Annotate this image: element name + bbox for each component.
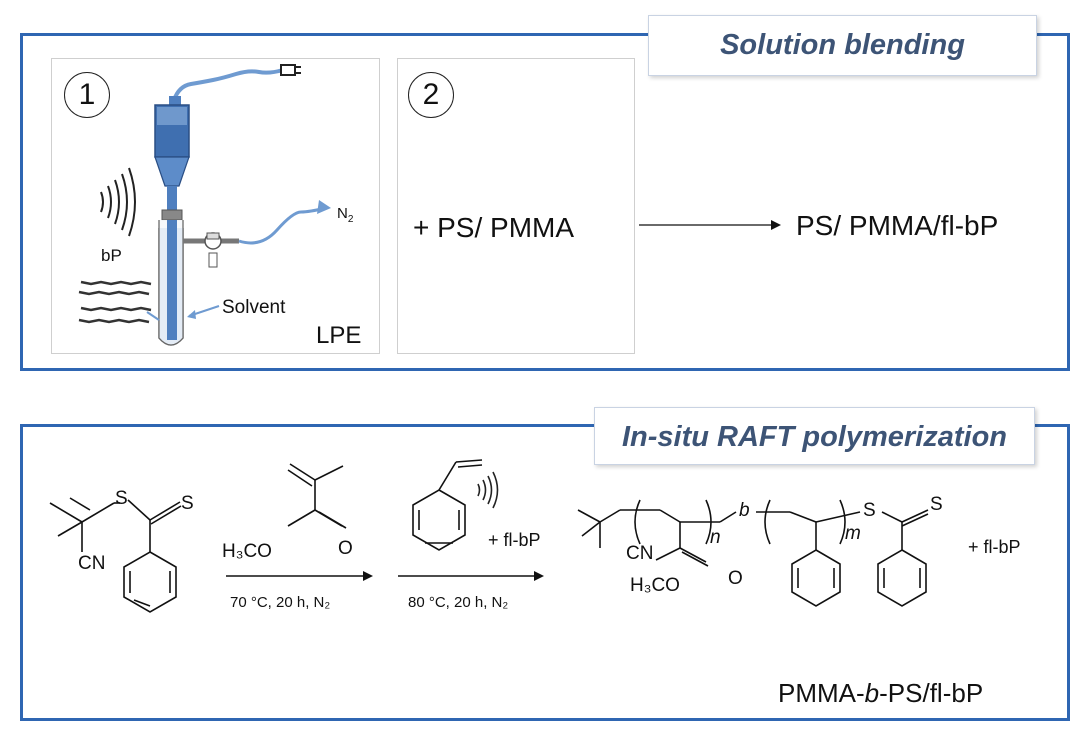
blending-arrow (639, 220, 781, 230)
blending-product: PS/ PMMA/fl-bP (796, 210, 999, 241)
step2-conditions: 80 °C, 20 h, N₂ (408, 594, 509, 611)
product-b: b (739, 500, 750, 521)
product-extra: + fl-bP (968, 537, 1021, 557)
step1-conditions: 70 °C, 20 h, N₂ (230, 594, 331, 611)
lpe-apparatus (78, 64, 331, 346)
product-s2: S (930, 494, 943, 515)
raft-scheme (49, 459, 929, 613)
step2-number: 2 (408, 72, 454, 118)
mma-o: O (338, 538, 353, 559)
raft-s1: S (115, 488, 128, 509)
raft-title: In-situ RAFT polymerization (594, 407, 1035, 465)
raft-panel (20, 424, 1070, 721)
bp-label: bP (101, 246, 122, 265)
solution-blending-title: Solution blending (648, 15, 1037, 76)
product-s1: S (863, 500, 876, 521)
sound-wave-icon (100, 167, 136, 237)
product-m: m (845, 523, 861, 544)
mma-h3co: H₃CO (222, 541, 272, 562)
solution-blending-panel (20, 33, 1070, 371)
sound-wave-icon-2 (477, 471, 499, 509)
product-o: O (728, 568, 743, 589)
styrene-extra: + fl-bP (488, 530, 541, 550)
product-h3co: H₃CO (630, 575, 680, 596)
bp-flakes (78, 280, 152, 324)
n2-label: N2 (337, 205, 354, 225)
step2-reagent: + PS/ PMMA (413, 212, 575, 243)
raft-s2: S (181, 493, 194, 514)
lpe-label: LPE (316, 322, 362, 349)
product-cn: CN (626, 543, 654, 564)
product-name: PMMA-b-PS/fl-bP (778, 678, 984, 708)
product-n: n (710, 527, 721, 548)
raft-cn: CN (78, 553, 106, 574)
plug-icon (280, 64, 301, 76)
solvent-label: Solvent (222, 297, 286, 318)
step1-number: 1 (64, 72, 110, 118)
